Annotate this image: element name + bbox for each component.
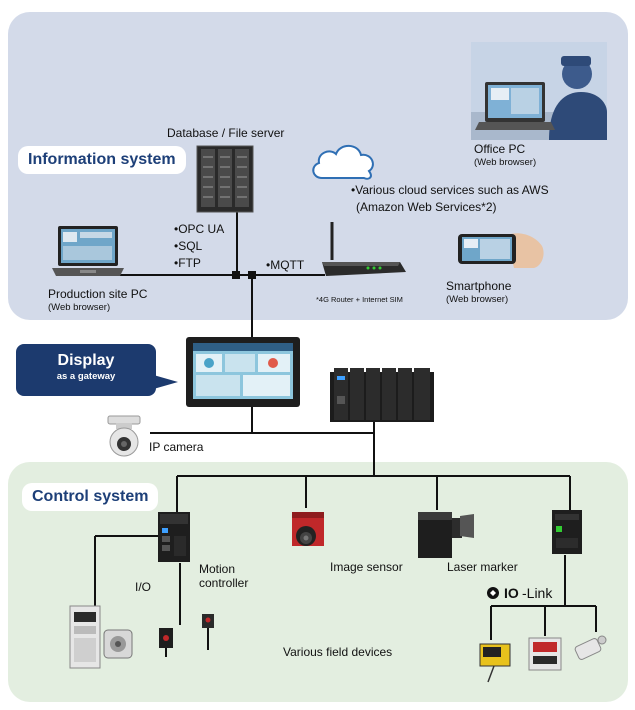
ip-camera-label: IP camera — [149, 440, 204, 454]
motion-controller-label-1: Motion — [199, 562, 236, 576]
smartphone-icon — [458, 233, 544, 268]
router-icon — [322, 222, 406, 276]
touch-display-icon — [186, 337, 300, 407]
gateway-subtitle: as a gateway — [56, 371, 116, 382]
photoelectric-sensor-icon — [159, 628, 173, 657]
router-label: *4G Router + Internet SIM — [316, 295, 403, 304]
production-pc-sub: (Web browser) — [48, 302, 111, 313]
image-sensor-icon — [292, 512, 324, 546]
plc-rack-icon — [330, 368, 434, 422]
aws-label: (Amazon Web Services*2) — [356, 200, 497, 214]
cloud-icon — [312, 144, 374, 180]
servo-drive-icon — [69, 605, 133, 669]
laser-marker-icon — [418, 512, 474, 558]
server-rack-icon — [196, 145, 254, 213]
iolink-sensor-yellow-icon — [479, 643, 511, 683]
image-sensor-label: Image sensor — [330, 560, 403, 574]
motion-controller-label-2: controller — [199, 576, 249, 590]
iolink-logo-icon — [487, 587, 499, 599]
protocol-opcua: •OPC UA — [174, 222, 225, 236]
gateway-callout-pointer — [150, 374, 178, 390]
io-label: I/O — [135, 580, 152, 594]
laptop-icon — [52, 226, 124, 276]
ip-camera-icon — [107, 415, 141, 457]
database-label: Database / File server — [167, 126, 285, 140]
iolink-logo-io: IO — [504, 585, 519, 601]
laser-marker-label: Laser marker — [447, 560, 518, 574]
office-pc-sub: (Web browser) — [474, 157, 537, 168]
iolink-cylindrical-sensor-icon — [574, 635, 607, 660]
smartphone-sub: (Web browser) — [446, 294, 509, 305]
information-system-label: Information system — [18, 146, 186, 174]
gateway-title: Display — [57, 352, 115, 369]
office-pc-label: Office PC — [474, 142, 526, 156]
office-pc-photo — [471, 42, 607, 140]
production-pc-label: Production site PC — [48, 287, 148, 301]
iolink-display-sensor-icon — [528, 637, 562, 671]
gateway-callout: Display as a gateway — [16, 344, 156, 396]
motion-controller-icon — [158, 512, 190, 562]
cloud-services-label: •Various cloud services such as AWS — [351, 183, 549, 197]
field-devices-label: Various field devices — [283, 645, 393, 659]
iolink-master-icon — [552, 510, 582, 554]
mqtt-label: •MQTT — [266, 258, 305, 272]
control-system-label: Control system — [22, 483, 159, 511]
proximity-sensor-icon — [202, 614, 214, 650]
protocol-ftp: •FTP — [174, 256, 201, 270]
protocol-sql: •SQL — [174, 239, 203, 253]
smartphone-label: Smartphone — [446, 279, 512, 293]
iolink-logo-link: -Link — [522, 585, 553, 601]
